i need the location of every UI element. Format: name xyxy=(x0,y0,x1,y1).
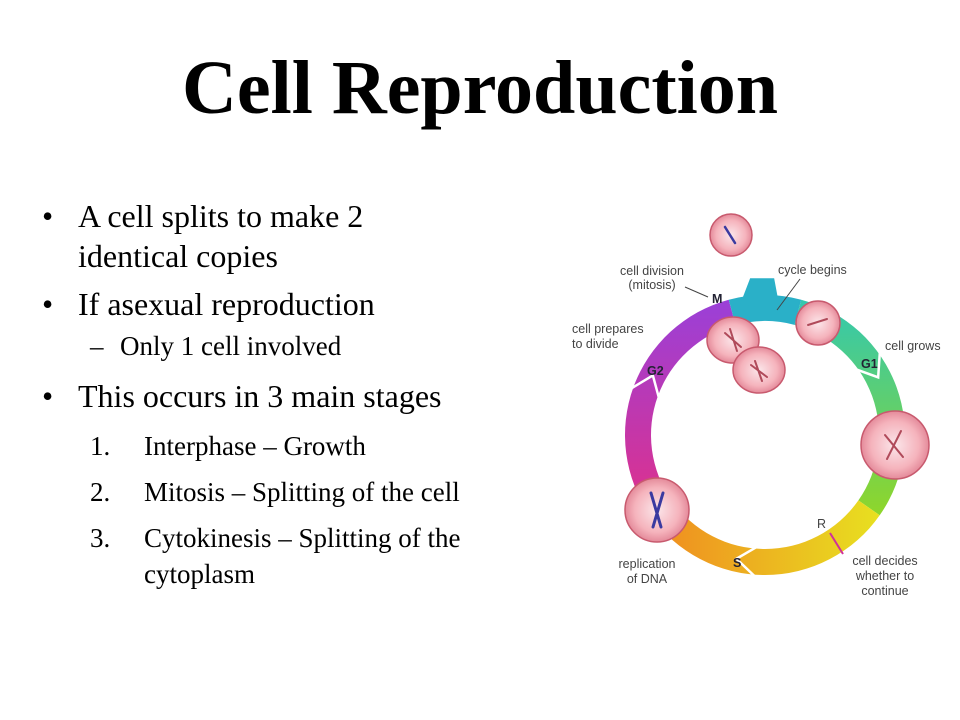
phase-divider-chevron xyxy=(734,545,758,578)
bullet-text: If asexual reproduction xyxy=(78,286,375,322)
phase-divider-chevron xyxy=(630,373,661,399)
bullet-dot: • xyxy=(42,286,54,322)
cell-illustration-growing xyxy=(860,410,930,480)
label-cell-grows: cell grows xyxy=(885,339,941,353)
stage-label-s: S xyxy=(733,556,741,570)
restriction-point-marker xyxy=(829,532,844,555)
cell-illustration-top xyxy=(709,213,753,257)
stage-item: 1. Interphase – Growth xyxy=(40,428,580,464)
bullet-text: A cell splits to make 2 xyxy=(78,198,364,234)
stage-item: 2. Mitosis – Splitting of the cell xyxy=(40,474,580,510)
label-continue: continue xyxy=(861,584,908,598)
m-phase-arrow xyxy=(740,278,781,311)
bullet-text: identical copies xyxy=(78,238,278,274)
pointer-line xyxy=(684,286,709,298)
label-cell-division: cell division xyxy=(620,264,684,278)
stage-text: Cytokinesis – Splitting of the xyxy=(144,523,461,553)
label-mitosis: (mitosis) xyxy=(628,278,675,292)
cell-illustration-cycle-begins xyxy=(795,300,841,346)
g2-phase-arc xyxy=(625,299,736,516)
bullet-text: This occurs in 3 main stages xyxy=(78,378,442,414)
stage-label-r: R xyxy=(817,517,826,531)
label-cell-decides: cell decides xyxy=(852,554,917,568)
bullet-list: • A cell splits to make 2 identical copi… xyxy=(40,196,580,592)
bullet-item: • If asexual reproduction xyxy=(40,284,580,324)
stage-label-g1: G1 xyxy=(861,357,878,371)
label-of-dna: of DNA xyxy=(627,572,668,586)
pointer-line xyxy=(776,278,801,311)
stage-number: 2. xyxy=(90,477,111,507)
bullet-dot: • xyxy=(42,378,54,414)
label-cell-prepares: cell prepares xyxy=(572,322,644,336)
stage-label-m: M xyxy=(712,292,722,306)
sub-bullet-dash: – xyxy=(90,331,104,361)
stage-text: cytoplasm xyxy=(144,559,255,589)
label-whether-to: whether to xyxy=(855,569,914,583)
label-to-divide: to divide xyxy=(572,337,619,351)
stage-item: 3. Cytokinesis – Splitting of the cytopl… xyxy=(40,520,580,592)
s-phase-arc xyxy=(650,500,880,575)
sub-bullet-text: Only 1 cell involved xyxy=(120,331,342,361)
sub-bullet-item: – Only 1 cell involved xyxy=(40,328,580,364)
bullet-item: • A cell splits to make 2 identical copi… xyxy=(40,196,580,276)
label-cycle-begins: cycle begins xyxy=(778,263,847,277)
slide-title: Cell Reproduction xyxy=(181,46,779,130)
phase-divider-chevron xyxy=(855,351,882,380)
stage-label-g2: G2 xyxy=(647,364,664,378)
stage-number: 3. xyxy=(90,523,111,553)
bullet-dot: • xyxy=(42,198,54,234)
stage-text: Interphase – Growth xyxy=(144,431,366,461)
stage-number: 1. xyxy=(90,431,111,461)
stage-text: Mitosis – Splitting of the cell xyxy=(144,477,460,507)
cell-cycle-diagram: M G1 G2 S R cell division (mitosis) cycl… xyxy=(572,213,941,598)
cell-illustration-dividing xyxy=(706,316,786,394)
cell-illustration-replicating xyxy=(624,477,690,543)
bullet-item: • This occurs in 3 main stages xyxy=(40,376,580,416)
label-replication: replication xyxy=(619,557,676,571)
